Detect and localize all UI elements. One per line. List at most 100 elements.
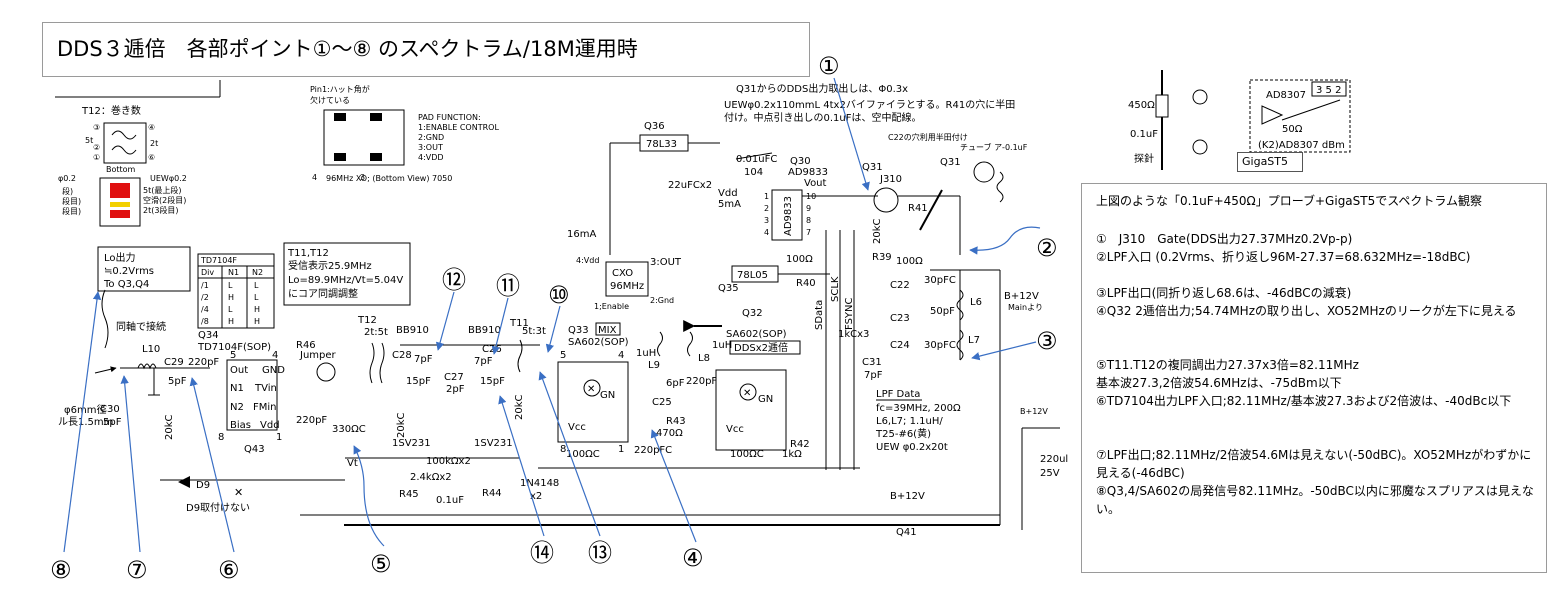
phi02-label: φ0.2 — [58, 174, 76, 183]
marker-4: ④ — [682, 544, 704, 572]
svg-text:20kC: 20kC — [872, 218, 883, 244]
svg-text:1SV231: 1SV231 — [392, 438, 431, 449]
svg-text:φ6mm径: φ6mm径 — [64, 403, 106, 416]
q31-j310-fet — [873, 187, 899, 213]
svg-text:BB910: BB910 — [468, 325, 501, 336]
svg-text:FSYNC: FSYNC — [844, 297, 855, 330]
svg-text:2t(3段目): 2t(3段目) — [143, 205, 179, 215]
marker-10: ⑩ — [548, 281, 570, 309]
svg-text:220pF: 220pF — [686, 376, 717, 387]
svg-text:5t(最上段): 5t(最上段) — [143, 185, 181, 195]
svg-text:BB910: BB910 — [396, 325, 429, 336]
svg-text:5: 5 — [560, 350, 566, 361]
svg-text:3 5 2: 3 5 2 — [1316, 85, 1341, 96]
svg-text:✕: ✕ — [234, 486, 243, 499]
svg-text:0.1uF: 0.1uF — [1130, 129, 1158, 140]
svg-text:To Q3,Q4: To Q3,Q4 — [103, 279, 149, 290]
svg-text:Jumper: Jumper — [299, 350, 337, 361]
svg-text:20kC: 20kC — [514, 394, 525, 420]
svg-text:78L33: 78L33 — [646, 139, 677, 150]
note-line: ⑦LPF出口;82.11MHz/2倍波54.6Mは見えない(-50dBC)。XO… — [1096, 448, 1532, 480]
svg-text:TD7104F: TD7104F — [200, 256, 237, 265]
svg-text:B+12V: B+12V — [1020, 407, 1048, 416]
svg-text:8: 8 — [806, 216, 811, 225]
svg-text:100kΩx2: 100kΩx2 — [426, 456, 471, 467]
svg-text:MIX: MIX — [598, 325, 617, 336]
svg-text:R43: R43 — [666, 416, 686, 427]
svg-text:C29: C29 — [164, 357, 184, 368]
svg-text:N1: N1 — [230, 383, 244, 394]
svg-text:①: ① — [93, 153, 100, 162]
svg-text:4:Vdd: 4:Vdd — [576, 256, 599, 265]
svg-text:330ΩC: 330ΩC — [332, 424, 366, 435]
xo-package — [323, 109, 405, 166]
gigast5-label: GigaST5 — [1237, 152, 1303, 172]
svg-text:R40: R40 — [796, 278, 816, 289]
svg-text:③: ③ — [93, 123, 100, 132]
svg-text:100Ω: 100Ω — [896, 256, 923, 267]
svg-text:ル長1.5mm: ル長1.5mm — [58, 416, 113, 428]
svg-text:Vout: Vout — [804, 178, 827, 189]
svg-text:D9取付けない: D9取付けない — [186, 501, 250, 514]
svg-text:B+12V: B+12V — [890, 491, 925, 502]
note-line: ③LPF出口(同折り返し68.6は、-46dBCの減衰) — [1096, 286, 1352, 300]
svg-text:220ul: 220ul — [1040, 454, 1068, 465]
svg-text:5pF: 5pF — [103, 417, 122, 428]
q34-td7104f-chip — [226, 359, 278, 431]
svg-text:TD7104F(SOP): TD7104F(SOP) — [197, 342, 271, 353]
svg-text:D9: D9 — [196, 480, 210, 491]
td7104-table: TD7104F Div N1 N2 /1 L L /2 H L /4 L H /… — [197, 253, 275, 329]
marker-7: ⑦ — [126, 556, 148, 584]
t12-5t-label: 5t — [85, 136, 93, 145]
svg-text:FMin: FMin — [253, 402, 277, 413]
q32-sa602-chip — [715, 369, 787, 451]
svg-text:✕: ✕ — [743, 388, 751, 399]
svg-text:SData: SData — [814, 300, 825, 330]
svg-text:R39: R39 — [872, 252, 892, 263]
svg-text:GN: GN — [600, 390, 615, 401]
svg-text:7pF: 7pF — [864, 370, 883, 381]
svg-text:C30: C30 — [100, 404, 120, 415]
svg-text:2: 2 — [764, 204, 769, 213]
svg-text:L9: L9 — [648, 360, 660, 371]
svg-text:20kC: 20kC — [396, 412, 407, 438]
svg-text:0.01uFC: 0.01uFC — [736, 154, 777, 165]
svg-text:220pF: 220pF — [296, 415, 327, 426]
svg-text:7: 7 — [806, 228, 811, 237]
svg-text:B+12V: B+12V — [1004, 291, 1039, 302]
svg-text:AD9833: AD9833 — [788, 167, 828, 178]
svg-text:20kC: 20kC — [164, 414, 175, 440]
marker-5: ⑤ — [370, 550, 392, 578]
svg-text:4: 4 — [312, 173, 317, 182]
svg-text:25V: 25V — [1040, 468, 1060, 479]
svg-text:Vdd: Vdd — [260, 420, 280, 431]
svg-text:探針: 探針 — [1134, 152, 1154, 165]
svg-text:Lo=89.9MHz/Vt=5.04V: Lo=89.9MHz/Vt=5.04V — [288, 275, 403, 286]
svg-text:22uFCx2: 22uFCx2 — [668, 180, 712, 191]
svg-text:Q31: Q31 — [940, 157, 961, 168]
svg-text:1N4148: 1N4148 — [520, 478, 559, 489]
title-box: DDS３逓倍 各部ポイント①～⑧ のスペクトラム/18M運用時 — [42, 22, 810, 77]
svg-text:段目): 段目) — [62, 206, 81, 216]
svg-text:AD8307: AD8307 — [1266, 90, 1306, 101]
svg-text:C22の穴利用半田付け: C22の穴利用半田付け — [888, 132, 968, 142]
note-line: ④Q32 2逓倍出力;54.74MHzの取り出し、XO52MHzのリークが左下に… — [1096, 304, 1517, 318]
svg-text:/2: /2 — [201, 293, 209, 302]
svg-text:450Ω: 450Ω — [1128, 100, 1155, 111]
uew-label: UEWφ0.2 — [150, 174, 187, 183]
t11-t12-note-box — [283, 242, 411, 306]
svg-text:段目): 段目) — [62, 196, 81, 206]
svg-text:3: 3 — [764, 216, 769, 225]
lo-output-box — [97, 246, 191, 292]
svg-text:Vcc: Vcc — [726, 424, 744, 435]
svg-text:3: 3 — [360, 173, 365, 182]
q30-ad9833-chip — [771, 189, 803, 241]
svg-text:C27: C27 — [444, 372, 464, 383]
svg-text:Q30: Q30 — [790, 156, 811, 167]
note-line: 基本波27.3,2倍波54.6MHzは、-75dBm以下 — [1096, 376, 1342, 390]
ad8307-block — [1249, 79, 1351, 153]
svg-text:T12: T12 — [357, 315, 377, 326]
svg-text:L10: L10 — [142, 344, 160, 355]
svg-text:100Ω: 100Ω — [786, 254, 813, 265]
svg-text:2:Gnd: 2:Gnd — [650, 296, 674, 305]
